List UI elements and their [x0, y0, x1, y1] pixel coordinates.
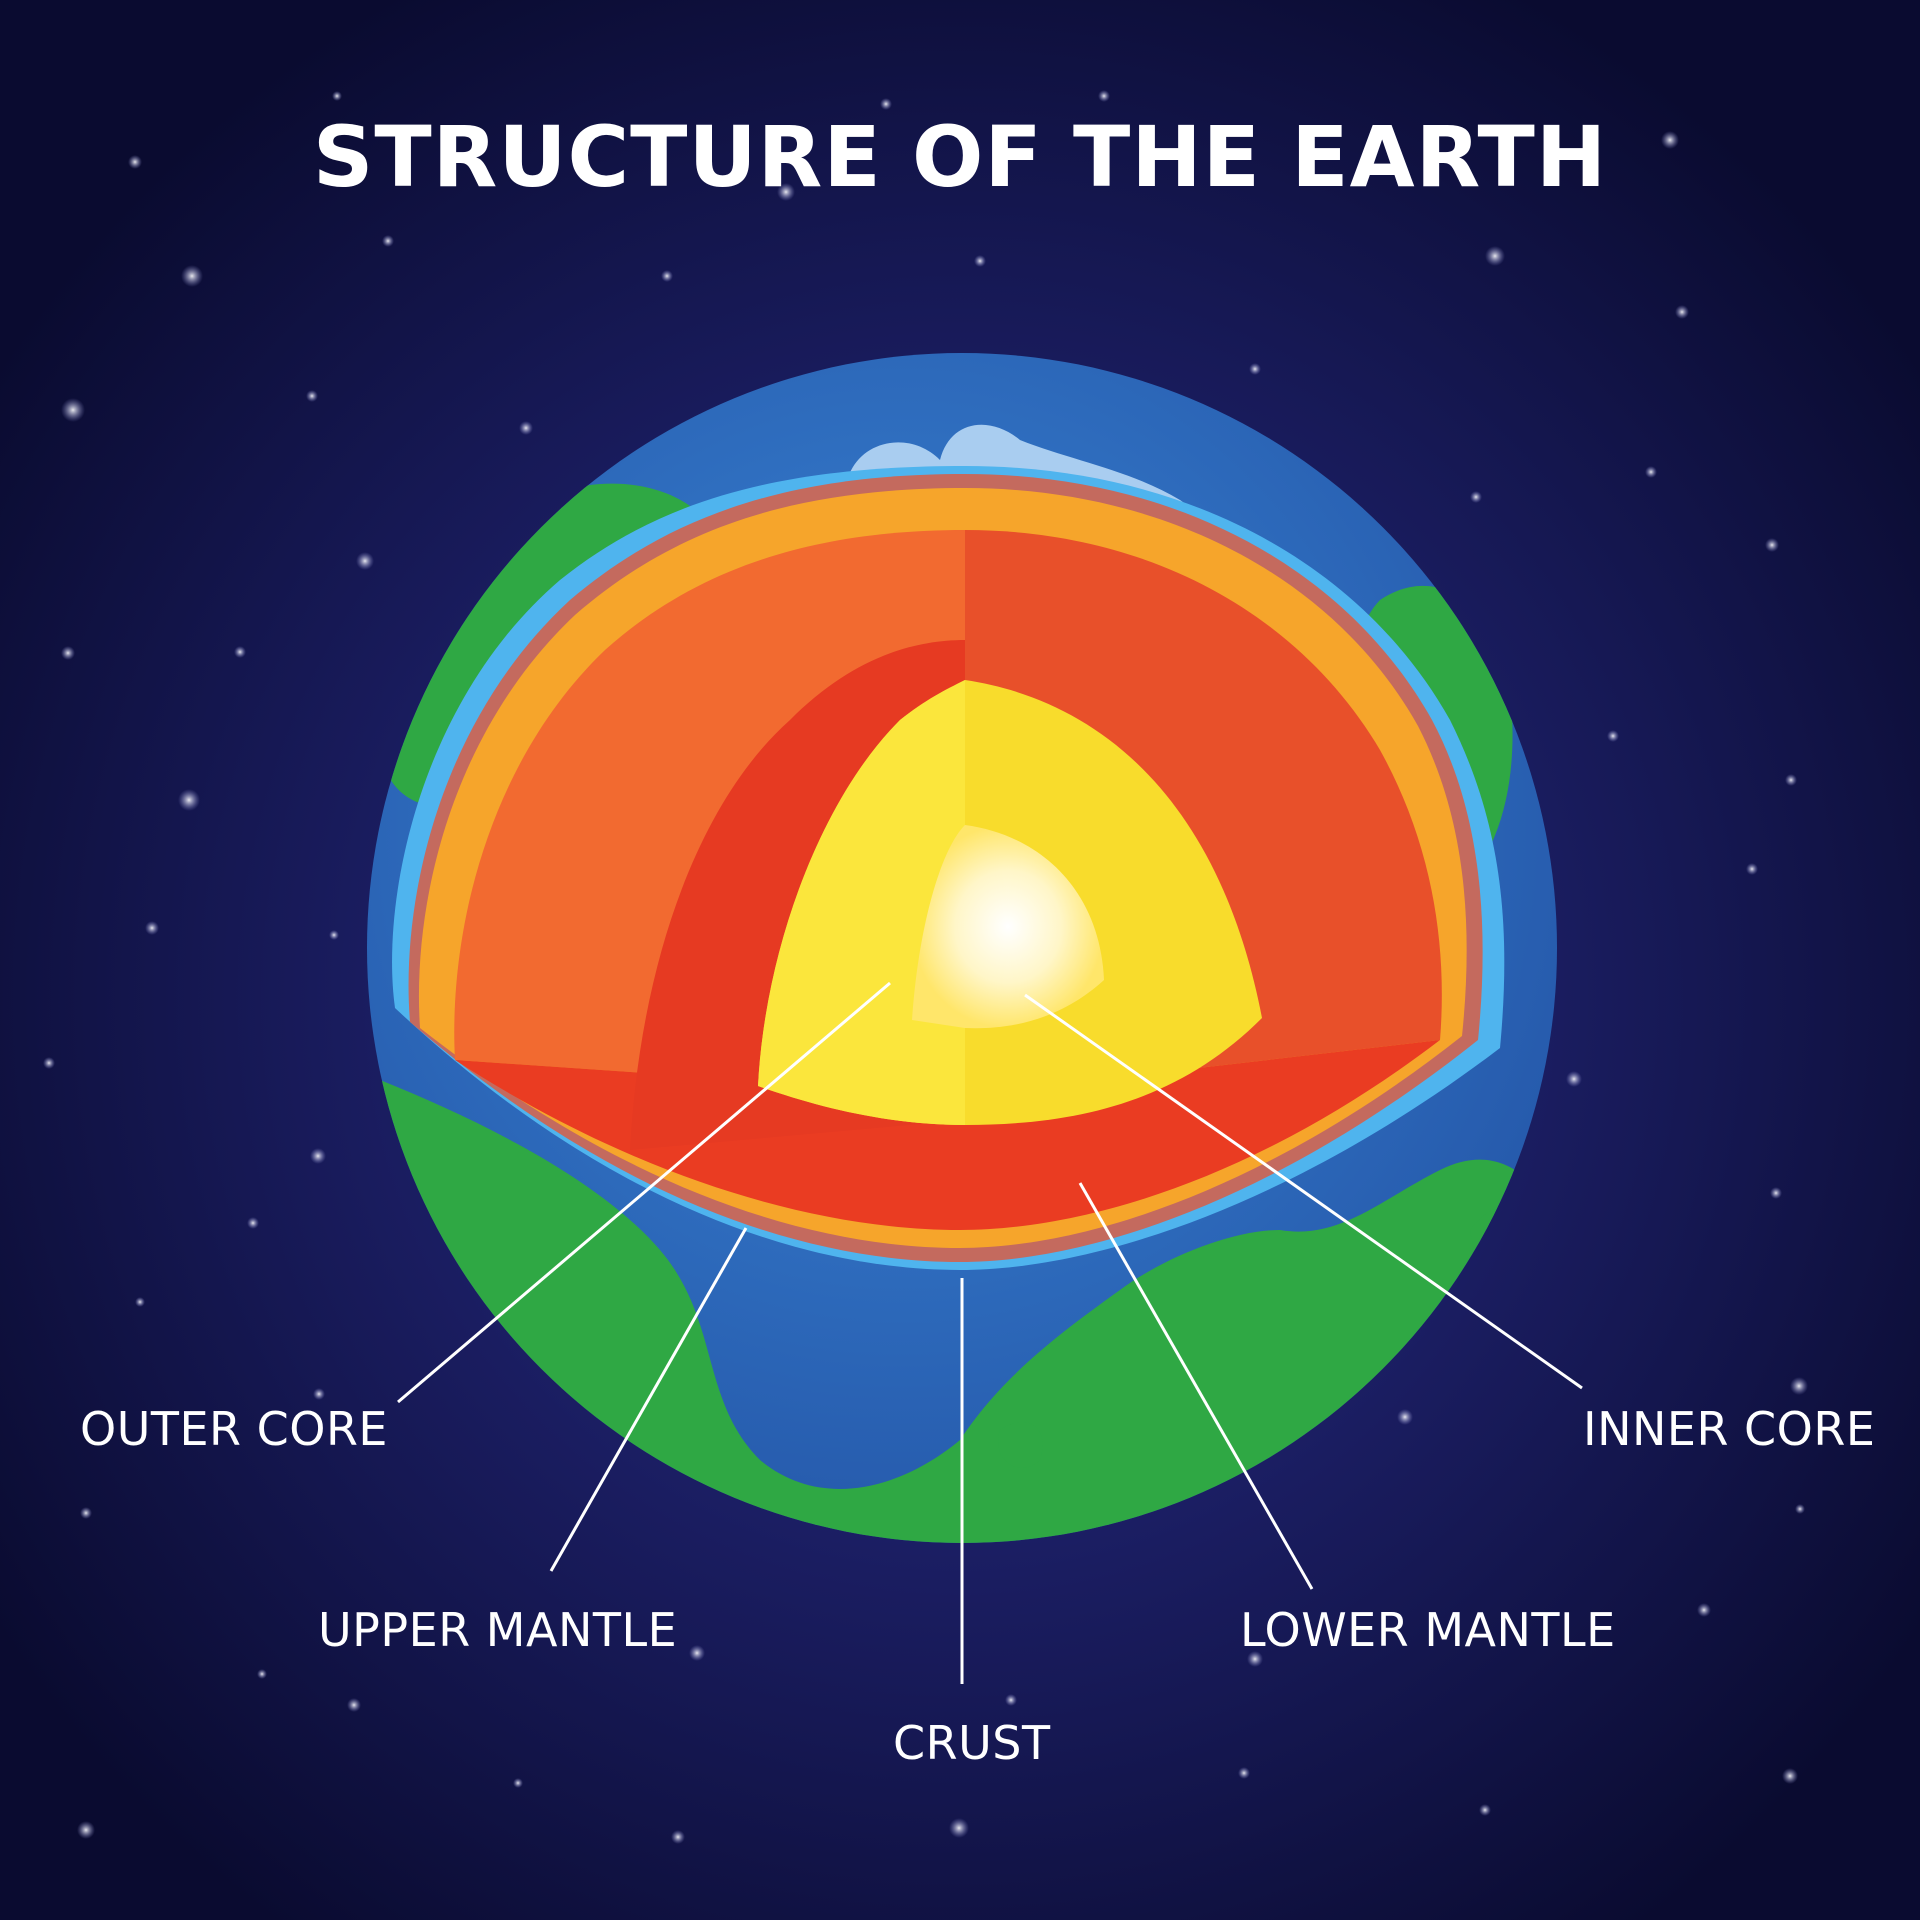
leader-lines [397, 981, 1583, 1684]
label-crust: CRUST [893, 1716, 1051, 1770]
stars [43, 90, 1808, 1844]
inner-core-layer [912, 825, 1104, 1029]
label-inner-core: INNER CORE [1583, 1402, 1876, 1456]
label-upper-mantle: UPPER MANTLE [318, 1603, 678, 1657]
leader-inner-core [1024, 993, 1583, 1390]
page-title: STRUCTURE OF THE EARTH [312, 108, 1608, 206]
leader-lower-mantle [1078, 1182, 1314, 1590]
leader-outer-core [397, 981, 891, 1404]
leader-upper-mantle [549, 1227, 748, 1572]
label-lower-mantle: LOWER MANTLE [1240, 1603, 1616, 1657]
label-outer-core: OUTER CORE [80, 1402, 388, 1456]
